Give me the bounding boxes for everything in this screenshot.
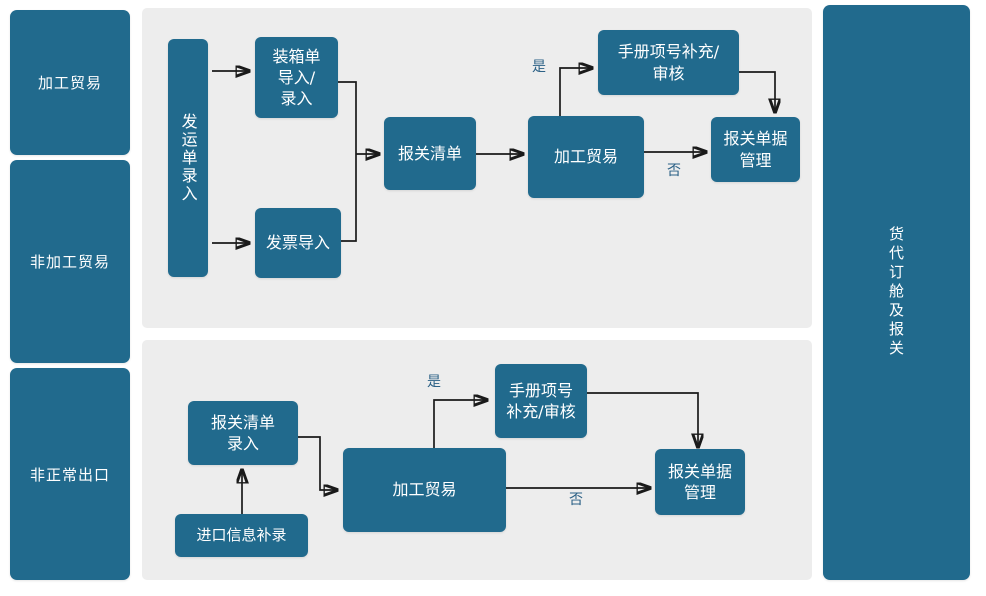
node-label: 装箱单导入/录入 xyxy=(272,46,321,109)
node-customs-list-entry[interactable]: 报关清单录入 xyxy=(188,401,298,465)
node-label: 进口信息补录 xyxy=(196,525,287,544)
node-processing-trade-2[interactable]: 加工贸易 xyxy=(343,448,506,532)
node-label: 发票导入 xyxy=(265,233,330,253)
edge-label-yes-top: 是 xyxy=(532,59,546,75)
node-customs-list[interactable]: 报关清单 xyxy=(384,117,476,190)
node-label: 报关清单 xyxy=(397,143,462,163)
left-rail-processing-trade[interactable]: 加工贸易 xyxy=(10,10,130,155)
edge-label-no-bottom: 否 xyxy=(569,492,583,508)
node-import-info-entry[interactable]: 进口信息补录 xyxy=(175,514,308,557)
node-label: 手册项号补充/审核 xyxy=(617,42,720,83)
node-manual-item-review[interactable]: 手册项号补充/审核 xyxy=(598,30,739,95)
node-label: 报关单据管理 xyxy=(667,461,732,502)
node-label: 报关单据管理 xyxy=(723,129,788,170)
node-label: 发运单录入 xyxy=(178,113,198,203)
node-label: 报关清单录入 xyxy=(210,412,275,453)
right-rail-freight-booking-customs[interactable]: 货代订舱及报关 xyxy=(823,5,970,580)
left-rail-label: 加工贸易 xyxy=(37,74,102,92)
node-invoice-import[interactable]: 发票导入 xyxy=(255,208,341,278)
node-packing-list-import[interactable]: 装箱单导入/录入 xyxy=(255,37,338,118)
node-processing-trade[interactable]: 加工贸易 xyxy=(528,116,644,198)
left-rail-label: 非正常出口 xyxy=(29,465,110,484)
node-shipment-entry[interactable]: 发运单录入 xyxy=(168,39,208,277)
node-manual-item-review-2[interactable]: 手册项号补充/审核 xyxy=(495,364,587,438)
right-rail-label: 货代订舱及报关 xyxy=(887,226,905,359)
left-rail-label: 非加工贸易 xyxy=(29,253,110,271)
edge-label-no-top: 否 xyxy=(667,163,681,179)
node-label: 加工贸易 xyxy=(392,480,457,500)
edge-label-yes-bottom: 是 xyxy=(427,374,441,390)
node-customs-doc-mgmt[interactable]: 报关单据管理 xyxy=(711,117,800,182)
node-customs-doc-mgmt-2[interactable]: 报关单据管理 xyxy=(655,449,745,515)
left-rail-non-processing-trade[interactable]: 非加工贸易 xyxy=(10,160,130,363)
node-label: 手册项号补充/审核 xyxy=(506,380,576,421)
left-rail-abnormal-export[interactable]: 非正常出口 xyxy=(10,368,130,580)
node-label: 加工贸易 xyxy=(553,147,618,167)
